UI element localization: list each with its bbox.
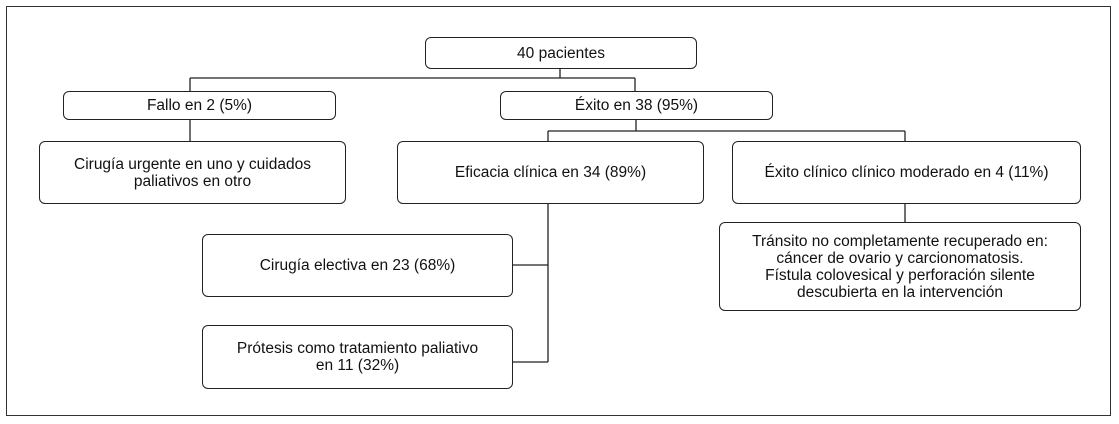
node-fallo: Fallo en 2 (5%): [63, 91, 336, 120]
node-transito-detalle: Tránsito no completamente recuperado en:…: [719, 222, 1081, 311]
node-cirugia-electiva: Cirugía electiva en 23 (68%): [202, 234, 513, 297]
node-cirugia-urgente: Cirugía urgente en uno y cuidados paliat…: [39, 141, 346, 204]
node-eficacia-clinica: Eficacia clínica en 34 (89%): [397, 141, 704, 204]
node-40-pacientes: 40 pacientes: [425, 37, 697, 69]
node-exito-moderado: Éxito clínico clínico moderado en 4 (11%…: [732, 141, 1081, 204]
diagram-frame: [6, 6, 1111, 416]
node-exito: Éxito en 38 (95%): [500, 91, 773, 120]
node-protesis-paliativa: Prótesis como tratamiento paliativo en 1…: [202, 325, 513, 389]
